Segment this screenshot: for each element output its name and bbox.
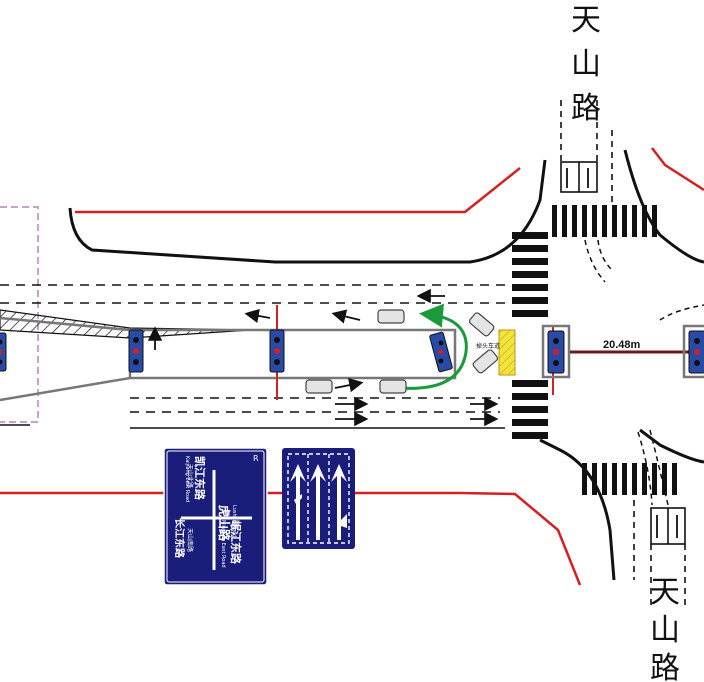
signal-head-4 [429, 331, 453, 373]
signal-head-2 [128, 329, 144, 373]
road-name-north-char-2: 山 [571, 47, 601, 82]
measurement-label: 20.48m [603, 339, 641, 351]
guide-sign-left-road-en: Kaijiang East Road [184, 456, 190, 502]
waiting-zone [498, 329, 516, 376]
lane-direction-arrows-icon [290, 464, 347, 540]
guide-sign-main-road-en: Lushan Road [231, 505, 237, 537]
road-name-south-char-1: 天 [650, 575, 680, 610]
guide-sign-left-road: 凯江东路 [193, 456, 207, 501]
lane-solid-lines [0, 424, 505, 429]
lane-sign [282, 448, 355, 549]
signal-head-3 [269, 329, 285, 373]
lane-arrows [147, 168, 678, 538]
vehicles [305, 309, 499, 394]
guide-sign-right-road: 岷江东路 [229, 520, 243, 565]
crosswalk-west [512, 232, 548, 439]
vehicle-5 [472, 349, 499, 374]
signal-head-5 [541, 324, 571, 379]
vehicle-1 [377, 309, 405, 324]
signal-head-1 [0, 332, 7, 372]
guide-sign-main-road: 虎山路 [217, 505, 232, 542]
guide-sign-bottom-road: 长江东路 [173, 518, 186, 559]
uturn-arrow [399, 303, 468, 390]
uturn-annotation: 掉头车道 [476, 342, 500, 350]
road-name-south: 天 山 路 [650, 575, 680, 682]
signal-head-6 [682, 324, 704, 379]
south-lane-box [633, 500, 686, 610]
guide-sign-up-small: 天山北路 [186, 464, 194, 488]
vehicle-4 [468, 312, 495, 337]
guide-sign: R 虎山路 Lushan Road 凯江东路 Kaijiang East Roa… [163, 447, 268, 586]
vehicle-2 [305, 379, 333, 394]
guide-sign-right-road-en: Minjiang East Road [220, 520, 226, 568]
signal-heads [0, 324, 704, 379]
road-name-north-char-3: 路 [571, 91, 601, 126]
crosswalk-north [552, 205, 657, 237]
vehicle-3 [379, 379, 407, 394]
north-lane-box [560, 100, 613, 205]
guide-sign-corner: R [253, 454, 259, 463]
guide-sign-down-small: 天山南路 [186, 528, 194, 552]
turn-guides [584, 239, 704, 506]
road-name-north: 天 山 路 [571, 3, 601, 126]
median-outline [0, 206, 39, 423]
road-name-north-char-1: 天 [571, 3, 601, 38]
road-name-south-char-2: 山 [650, 613, 680, 648]
road-name-south-char-3: 路 [650, 651, 680, 682]
crosswalk-south [582, 463, 677, 495]
